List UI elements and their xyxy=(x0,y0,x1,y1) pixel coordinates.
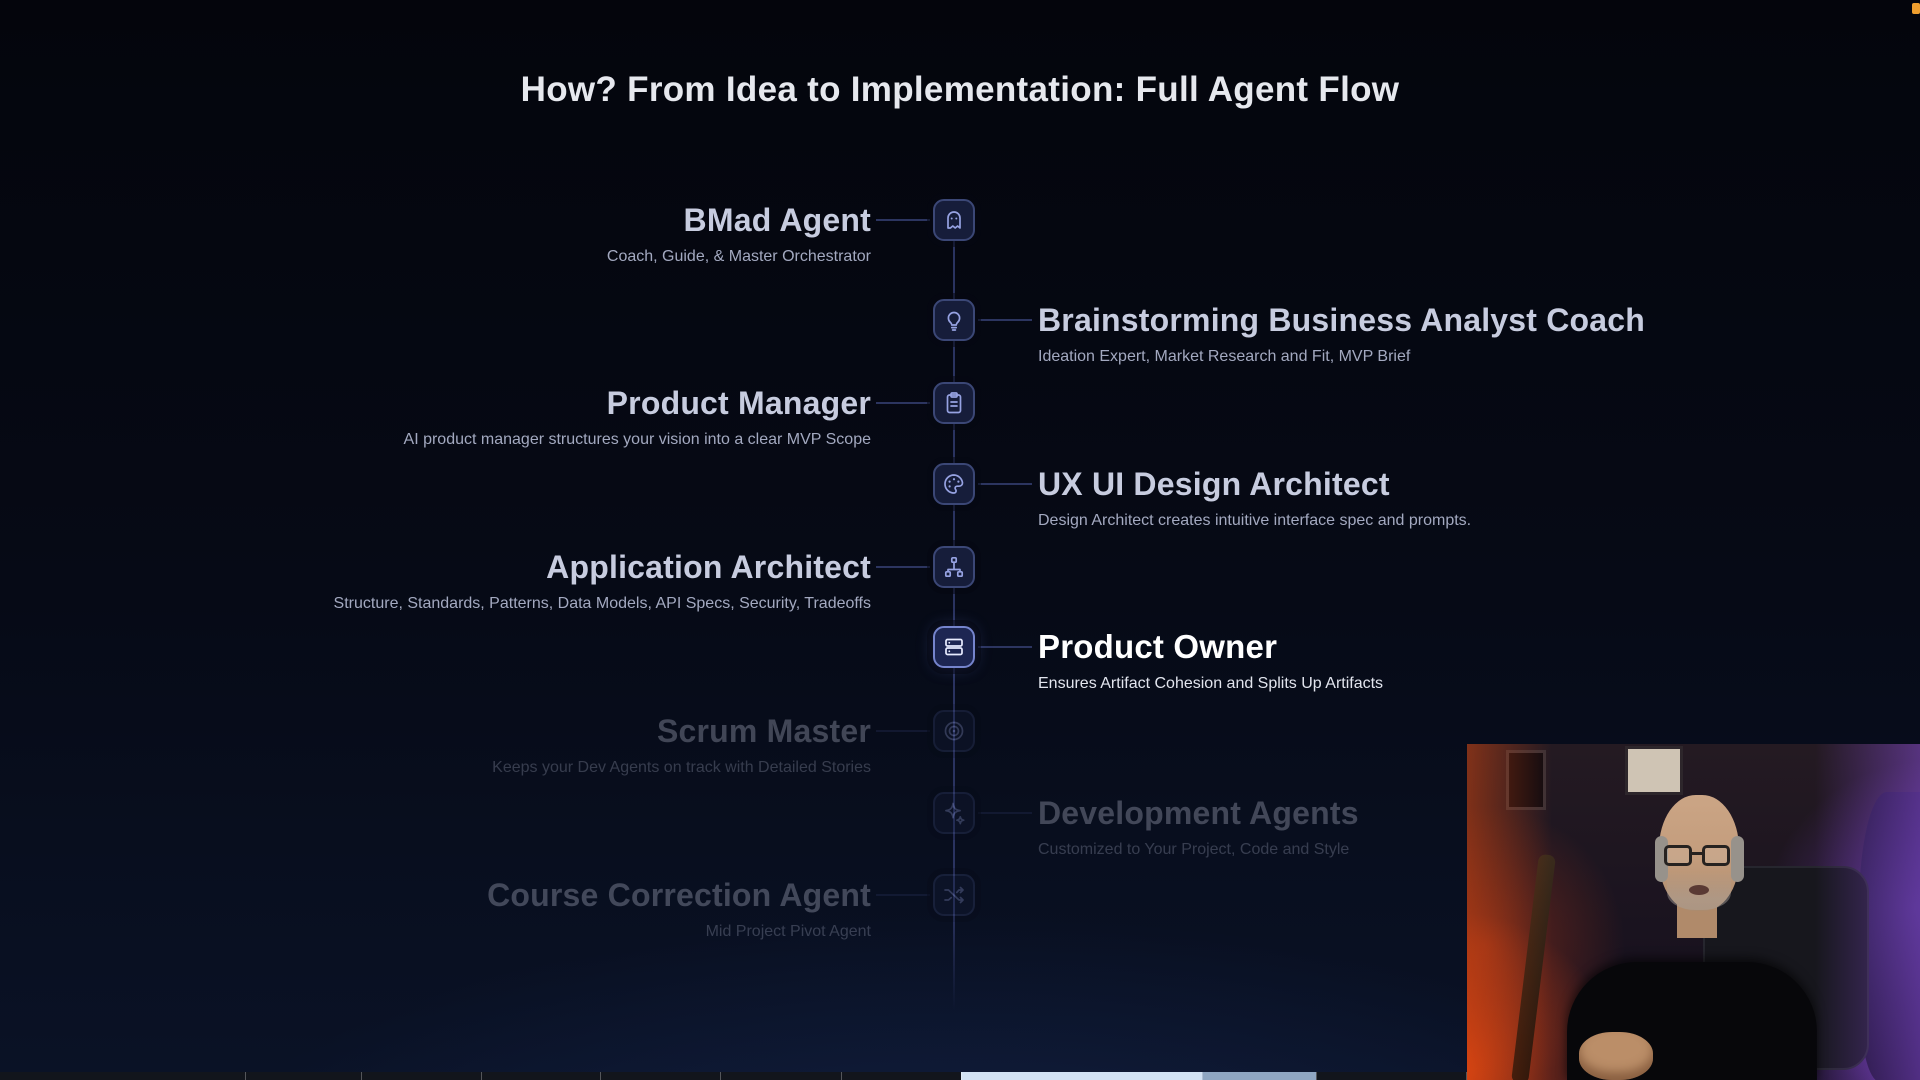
timeline-item-2: Brainstorming Business Analyst Coach Ide… xyxy=(0,299,1920,365)
target-icon xyxy=(942,719,966,743)
timeline-item-1: BMad Agent Coach, Guide, & Master Orches… xyxy=(0,199,1920,265)
timeline-item-8: Development Agents Customized to Your Pr… xyxy=(0,792,1920,858)
glasses xyxy=(1664,845,1736,866)
strip-segment[interactable] xyxy=(481,1072,600,1080)
palette-icon xyxy=(942,472,966,496)
strip-segment[interactable] xyxy=(1316,1072,1466,1080)
timeline-item-5: Application Architect Structure, Standar… xyxy=(0,546,1920,612)
picture-frame xyxy=(1625,746,1683,795)
connector-line xyxy=(978,319,1032,321)
agent-desc: Customized to Your Project, Code and Sty… xyxy=(1038,841,1350,858)
recording-indicator-dot xyxy=(1912,3,1920,14)
agent-icon-box xyxy=(933,463,975,505)
clipboard-icon xyxy=(942,391,966,415)
picture-frame xyxy=(1506,750,1546,810)
sitemap-icon xyxy=(942,555,966,579)
agent-name: Course Correction Agent xyxy=(487,877,871,913)
connector-line xyxy=(876,219,930,221)
connector-line xyxy=(978,646,1032,648)
connector-line xyxy=(978,483,1032,485)
agent-name: BMad Agent xyxy=(683,202,871,238)
agent-icon-box xyxy=(933,382,975,424)
connector-line xyxy=(876,730,930,732)
timeline-item-9: Course Correction Agent Mid Project Pivo… xyxy=(0,874,1920,940)
strip-segment[interactable] xyxy=(361,1072,481,1080)
strip-segment[interactable] xyxy=(600,1072,720,1080)
agent-name: UX UI Design Architect xyxy=(1038,466,1390,502)
strip-segment[interactable] xyxy=(841,1072,961,1080)
strip-segment[interactable] xyxy=(0,1072,245,1080)
timeline-item-7: Scrum Master Keeps your Dev Agents on tr… xyxy=(0,710,1920,776)
agent-icon-box xyxy=(933,874,975,916)
timeline-item-6: Product Owner Ensures Artifact Cohesion … xyxy=(0,626,1920,692)
agent-name: Product Owner xyxy=(1038,628,1278,665)
agent-icon-box xyxy=(933,199,975,241)
agent-desc: Ensures Artifact Cohesion and Splits Up … xyxy=(1038,675,1384,692)
agent-desc: Coach, Guide, & Master Orchestrator xyxy=(606,248,871,265)
agent-name: Scrum Master xyxy=(656,713,871,749)
connector-line xyxy=(876,894,930,896)
shuffle-icon xyxy=(942,883,966,907)
strip-segment[interactable] xyxy=(961,1072,1202,1080)
timeline-axis xyxy=(953,198,955,1010)
connector-line xyxy=(876,566,930,568)
agent-desc: Structure, Standards, Patterns, Data Mod… xyxy=(333,595,871,612)
ghost-icon xyxy=(942,208,966,232)
agent-name: Product Manager xyxy=(606,385,871,421)
slide-title: How? From Idea to Implementation: Full A… xyxy=(520,70,1400,109)
timeline-item-3: Product Manager AI product manager struc… xyxy=(0,382,1920,448)
sparkle-icon xyxy=(942,801,966,825)
agent-desc: AI product manager structures your visio… xyxy=(403,431,871,448)
agent-icon-box xyxy=(933,546,975,588)
agent-name: Application Architect xyxy=(546,549,871,585)
agent-icon-box xyxy=(933,299,975,341)
presenter-hand xyxy=(1579,1032,1653,1080)
presenter-webcam xyxy=(1467,744,1920,1080)
presenter-hair xyxy=(1731,836,1744,882)
presenter-mouth xyxy=(1689,885,1709,895)
agent-icon-box xyxy=(933,626,975,668)
agent-icon-box xyxy=(933,710,975,752)
agent-desc: Keeps your Dev Agents on track with Deta… xyxy=(492,759,871,776)
strip-segment[interactable] xyxy=(245,1072,361,1080)
agent-name: Development Agents xyxy=(1038,795,1359,831)
strip-segment[interactable] xyxy=(720,1072,841,1080)
connector-line xyxy=(876,402,930,404)
agent-name: Brainstorming Business Analyst Coach xyxy=(1038,302,1646,338)
layers-icon xyxy=(942,635,966,659)
strip-segment[interactable] xyxy=(1202,1072,1316,1080)
agent-icon-box xyxy=(933,792,975,834)
agent-desc: Ideation Expert, Market Research and Fit… xyxy=(1038,348,1411,365)
agent-desc: Mid Project Pivot Agent xyxy=(705,923,871,940)
timeline-item-4: UX UI Design Architect Design Architect … xyxy=(0,463,1920,529)
lightbulb-icon xyxy=(942,308,966,332)
connector-line xyxy=(978,812,1032,814)
agent-desc: Design Architect creates intuitive inter… xyxy=(1038,512,1472,529)
plant xyxy=(1859,792,1920,1080)
